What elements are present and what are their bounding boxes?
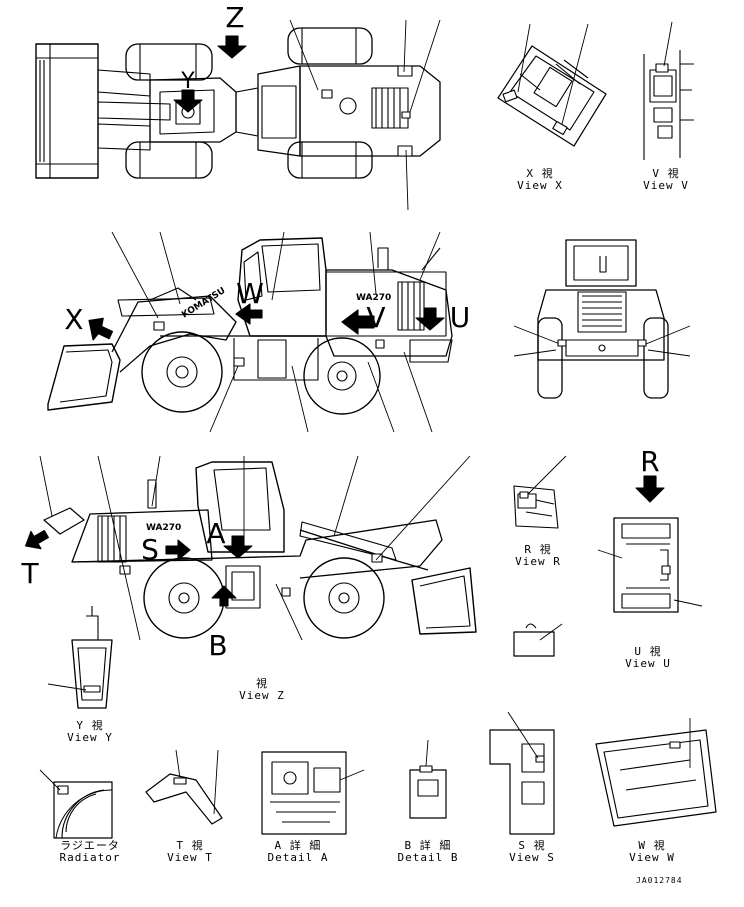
model-badge-hood-right: WA270 [146,523,181,533]
side-view-right [25,455,477,641]
view-r-detail [513,455,567,529]
view-letter-v: V [366,301,386,334]
view-letter-t: T [21,557,39,590]
detail-a [261,751,365,835]
view-letter-s: S [141,533,159,566]
view-letter-u: U [449,301,471,334]
drawing-id: JA012784 [636,876,683,885]
top-view-machine [35,19,441,211]
view-y-detail [47,606,113,709]
model-badge-hood-side: WA270 [356,293,391,303]
view-letter-x: X [64,303,84,336]
view-w-detail [595,718,717,827]
view-letter-z: Z [225,1,245,34]
view-letter-a: A [206,517,226,550]
view-t-detail [145,749,223,825]
radiator-detail [39,769,113,839]
view-v-detail [643,21,694,160]
view-letter-w: W [236,277,264,310]
view-letter-b: B [208,629,228,662]
side-view-left [47,231,453,433]
decal-sample [513,623,563,657]
detail-b [409,739,447,819]
view-s-detail [489,711,555,835]
view-letter-y: Y [181,69,195,94]
komatsu-boom-badge: KOMATSU [180,286,227,321]
view-letter-r: R [640,445,660,478]
view-u-detail [597,475,703,613]
view-x-detail [497,23,607,147]
rear-view-machine [513,239,691,399]
